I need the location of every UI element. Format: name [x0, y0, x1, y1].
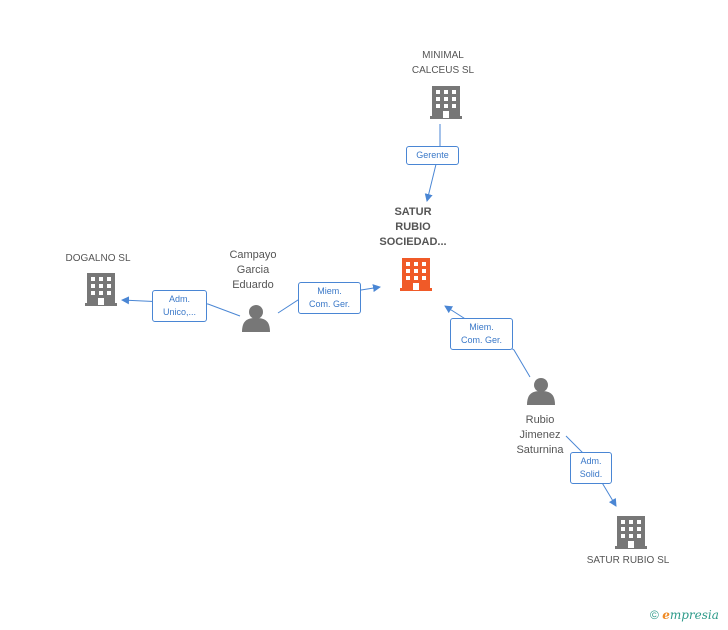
label-line: Campayo [229, 249, 277, 261]
footer-copyright: © empresia [650, 608, 719, 622]
building-icon-main [400, 258, 432, 291]
edge-label-line: Com. Ger. [308, 299, 350, 309]
copyright-icon: © [650, 608, 659, 622]
edge-label-line: Adm. [168, 294, 190, 304]
label-line: CALCEUS SL [411, 65, 475, 76]
person-icon [527, 378, 555, 405]
label-line: Saturnina [516, 444, 564, 456]
edge-label-adm-unico[interactable]: Adm. Unico,... [152, 290, 207, 322]
node-label-main-company[interactable]: SATUR RUBIO SOCIEDAD... [358, 205, 468, 250]
node-label-rubio[interactable]: Rubio Jimenez Saturnina [490, 413, 590, 458]
label-line: DOGALNO SL [65, 253, 131, 264]
building-icon [615, 516, 647, 549]
edge-label-line: Solid. [579, 469, 603, 479]
node-label-dogalno[interactable]: DOGALNO SL [43, 251, 153, 266]
label-line: Garcia [236, 264, 270, 276]
edge-label-line: Miem. [317, 286, 342, 296]
edge-label-miem-rubio[interactable]: Miem. Com. Ger. [450, 318, 513, 350]
label-line: Eduardo [232, 279, 274, 291]
label-line: SATUR RUBIO SL [586, 555, 670, 566]
label-line: Jimenez [519, 429, 561, 441]
empresia-logo[interactable]: empresia [662, 608, 719, 622]
node-label-minimal-calceus[interactable]: MINIMAL CALCEUS SL [388, 48, 498, 78]
edge-label-line: Gerente [416, 150, 449, 160]
person-icon [242, 305, 270, 332]
building-icon [85, 273, 117, 306]
edge-label-adm-solid[interactable]: Adm. Solid. [570, 452, 612, 484]
edge-label-line: Unico,... [162, 307, 196, 317]
label-line: SATUR [394, 206, 432, 218]
label-line: RUBIO [395, 221, 431, 233]
edge-campayo-to-dogalno [121, 296, 241, 317]
edge-label-line: Miem. [469, 322, 494, 332]
edge-label-gerente[interactable]: Gerente [406, 146, 459, 165]
label-line: SOCIEDAD... [379, 236, 447, 248]
edge-label-line: Adm. [580, 456, 602, 466]
node-label-campayo[interactable]: Campayo Garcia Eduardo [203, 248, 303, 293]
edge-label-line: Com. Ger. [460, 335, 502, 345]
edge-label-miem-campayo[interactable]: Miem. Com. Ger. [298, 282, 361, 314]
node-label-satur-rubio-sl[interactable]: SATUR RUBIO SL [568, 553, 688, 568]
label-line: Rubio [525, 414, 555, 426]
label-line: MINIMAL [422, 50, 464, 61]
building-icon [430, 86, 462, 119]
